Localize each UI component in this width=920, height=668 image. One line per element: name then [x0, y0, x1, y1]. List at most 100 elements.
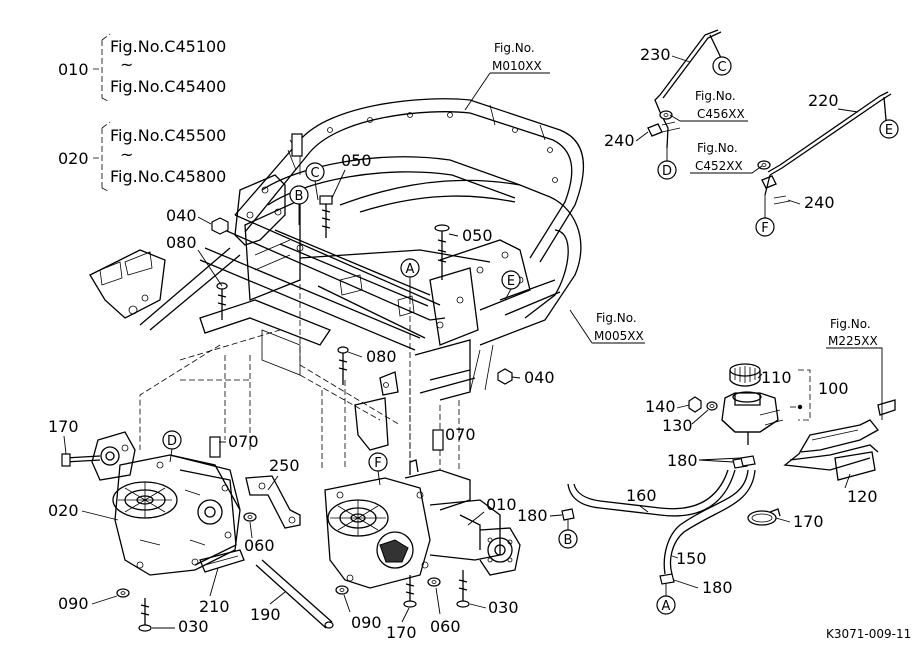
ref-010-tilde: ~ [120, 55, 133, 74]
ref-020-tilde: ~ [120, 145, 133, 164]
label-040b: 040 [524, 368, 555, 387]
label-230: 230 [640, 45, 671, 64]
drawing-code: K3071-009-11 [826, 627, 911, 641]
fig-ref-c456: Fig.No. C456XX [669, 89, 748, 122]
assembly-dash-lines [139, 230, 460, 470]
ref-020-fig-a: Fig.No.C45500 [110, 126, 226, 145]
label-040a: 040 [166, 206, 197, 225]
svg-text:B: B [295, 189, 304, 204]
label-020: 020 [48, 501, 79, 520]
label-180b: 180 [517, 506, 548, 525]
ref-group-020: 020 Fig.No.C45500 ~ Fig.No.C45800 [58, 121, 226, 193]
svg-text:Fig.No.: Fig.No. [697, 141, 738, 155]
svg-text:M225XX: M225XX [828, 334, 878, 348]
ref-010-num: 010 [58, 60, 89, 79]
rear-frame [139, 98, 585, 351]
ref-020-brace [93, 121, 111, 193]
label-060b: 060 [430, 617, 461, 636]
svg-text:M005XX: M005XX [594, 329, 644, 343]
svg-text:M010XX: M010XX [492, 59, 542, 73]
nut-040-left [211, 217, 229, 235]
fig-ref-m225: Fig.No. M225XX [826, 317, 883, 420]
callout-B-frame: B [289, 185, 309, 225]
svg-text:Fig.No.: Fig.No. [830, 317, 871, 331]
svg-text:F: F [374, 456, 381, 471]
label-170c: 170 [793, 512, 824, 531]
callout-A-frame: A [400, 258, 420, 300]
label-210: 210 [199, 597, 230, 616]
label-190: 190 [250, 605, 281, 624]
callout-A-hose: A [656, 584, 676, 615]
callout-F-top: F [755, 195, 775, 237]
label-110: 110 [761, 368, 792, 387]
ref-020-fig-b: Fig.No.C45800 [110, 167, 226, 186]
rod-230 [647, 29, 723, 149]
label-030a: 030 [178, 617, 209, 636]
label-160: 160 [626, 486, 657, 505]
ref-020-num: 020 [58, 149, 89, 168]
svg-text:A: A [662, 599, 671, 614]
reservoir-assembly [561, 363, 896, 585]
fig-ref-c452: Fig.No. C452XX [690, 141, 763, 174]
label-120: 120 [847, 487, 878, 506]
svg-text:C452XX: C452XX [695, 159, 743, 173]
label-080a: 080 [166, 233, 197, 252]
callout-D-transaxle: D [162, 430, 182, 463]
label-030b: 030 [488, 598, 519, 617]
label-050a: 050 [341, 151, 372, 170]
callout-C-frame: C [305, 162, 325, 201]
ref-group-010: 010 Fig.No.C45100 ~ Fig.No.C45400 [58, 33, 226, 103]
svg-text:F: F [761, 221, 768, 236]
svg-text:Fig.No.: Fig.No. [695, 89, 736, 103]
label-180a: 180 [667, 451, 698, 470]
label-240b: 240 [804, 193, 835, 212]
svg-text:E: E [507, 274, 515, 289]
svg-text:Fig.No.: Fig.No. [596, 311, 637, 325]
bracket-210 [199, 549, 245, 573]
label-140: 140 [645, 397, 676, 416]
label-060a: 060 [244, 536, 275, 555]
callout-C-top: C [712, 56, 732, 76]
callout-E-top: E [879, 119, 899, 139]
front-frame [89, 179, 582, 451]
fig-ref-m005: Fig.No. M005XX [569, 309, 645, 344]
fig-ref-m010: Fig.No. M010XX [464, 41, 550, 111]
svg-text:C: C [310, 166, 319, 181]
svg-text:A: A [406, 262, 415, 277]
ref-010-fig-a: Fig.No.C45100 [110, 37, 226, 56]
label-050b: 050 [462, 226, 493, 245]
bracket-250 [243, 475, 301, 529]
rod-220 [757, 91, 892, 205]
right-transaxle [324, 459, 521, 608]
callout-D-top: D [657, 148, 677, 180]
left-transaxle [61, 431, 241, 632]
label-180c: 180 [702, 578, 733, 597]
label-130: 130 [662, 416, 693, 435]
svg-text:C456XX: C456XX [697, 107, 745, 121]
frame-bolts [211, 195, 513, 385]
svg-text:D: D [662, 164, 672, 179]
ref-010-fig-b: Fig.No.C45400 [110, 77, 226, 96]
ref-010-brace [93, 33, 111, 103]
label-090a: 090 [58, 594, 89, 613]
label-240a: 240 [604, 131, 635, 150]
label-080b: 080 [366, 347, 397, 366]
label-070a: 070 [228, 432, 259, 451]
label-250: 250 [269, 456, 300, 475]
svg-text:Fig.No.: Fig.No. [494, 41, 535, 55]
callout-circles: C D E F B C A [162, 56, 899, 615]
label-090b: 090 [351, 613, 382, 632]
callout-F-transaxle: F [368, 452, 388, 486]
label-170b: 170 [386, 623, 417, 642]
svg-text:D: D [167, 434, 177, 449]
label-220: 220 [808, 91, 839, 110]
svg-text:B: B [564, 533, 573, 548]
rod-190 [255, 559, 334, 629]
spacers-070 [209, 429, 444, 458]
nut-040-right [497, 368, 513, 385]
label-010: 010 [486, 495, 517, 514]
svg-text:E: E [885, 123, 893, 138]
label-150: 150 [676, 549, 707, 568]
